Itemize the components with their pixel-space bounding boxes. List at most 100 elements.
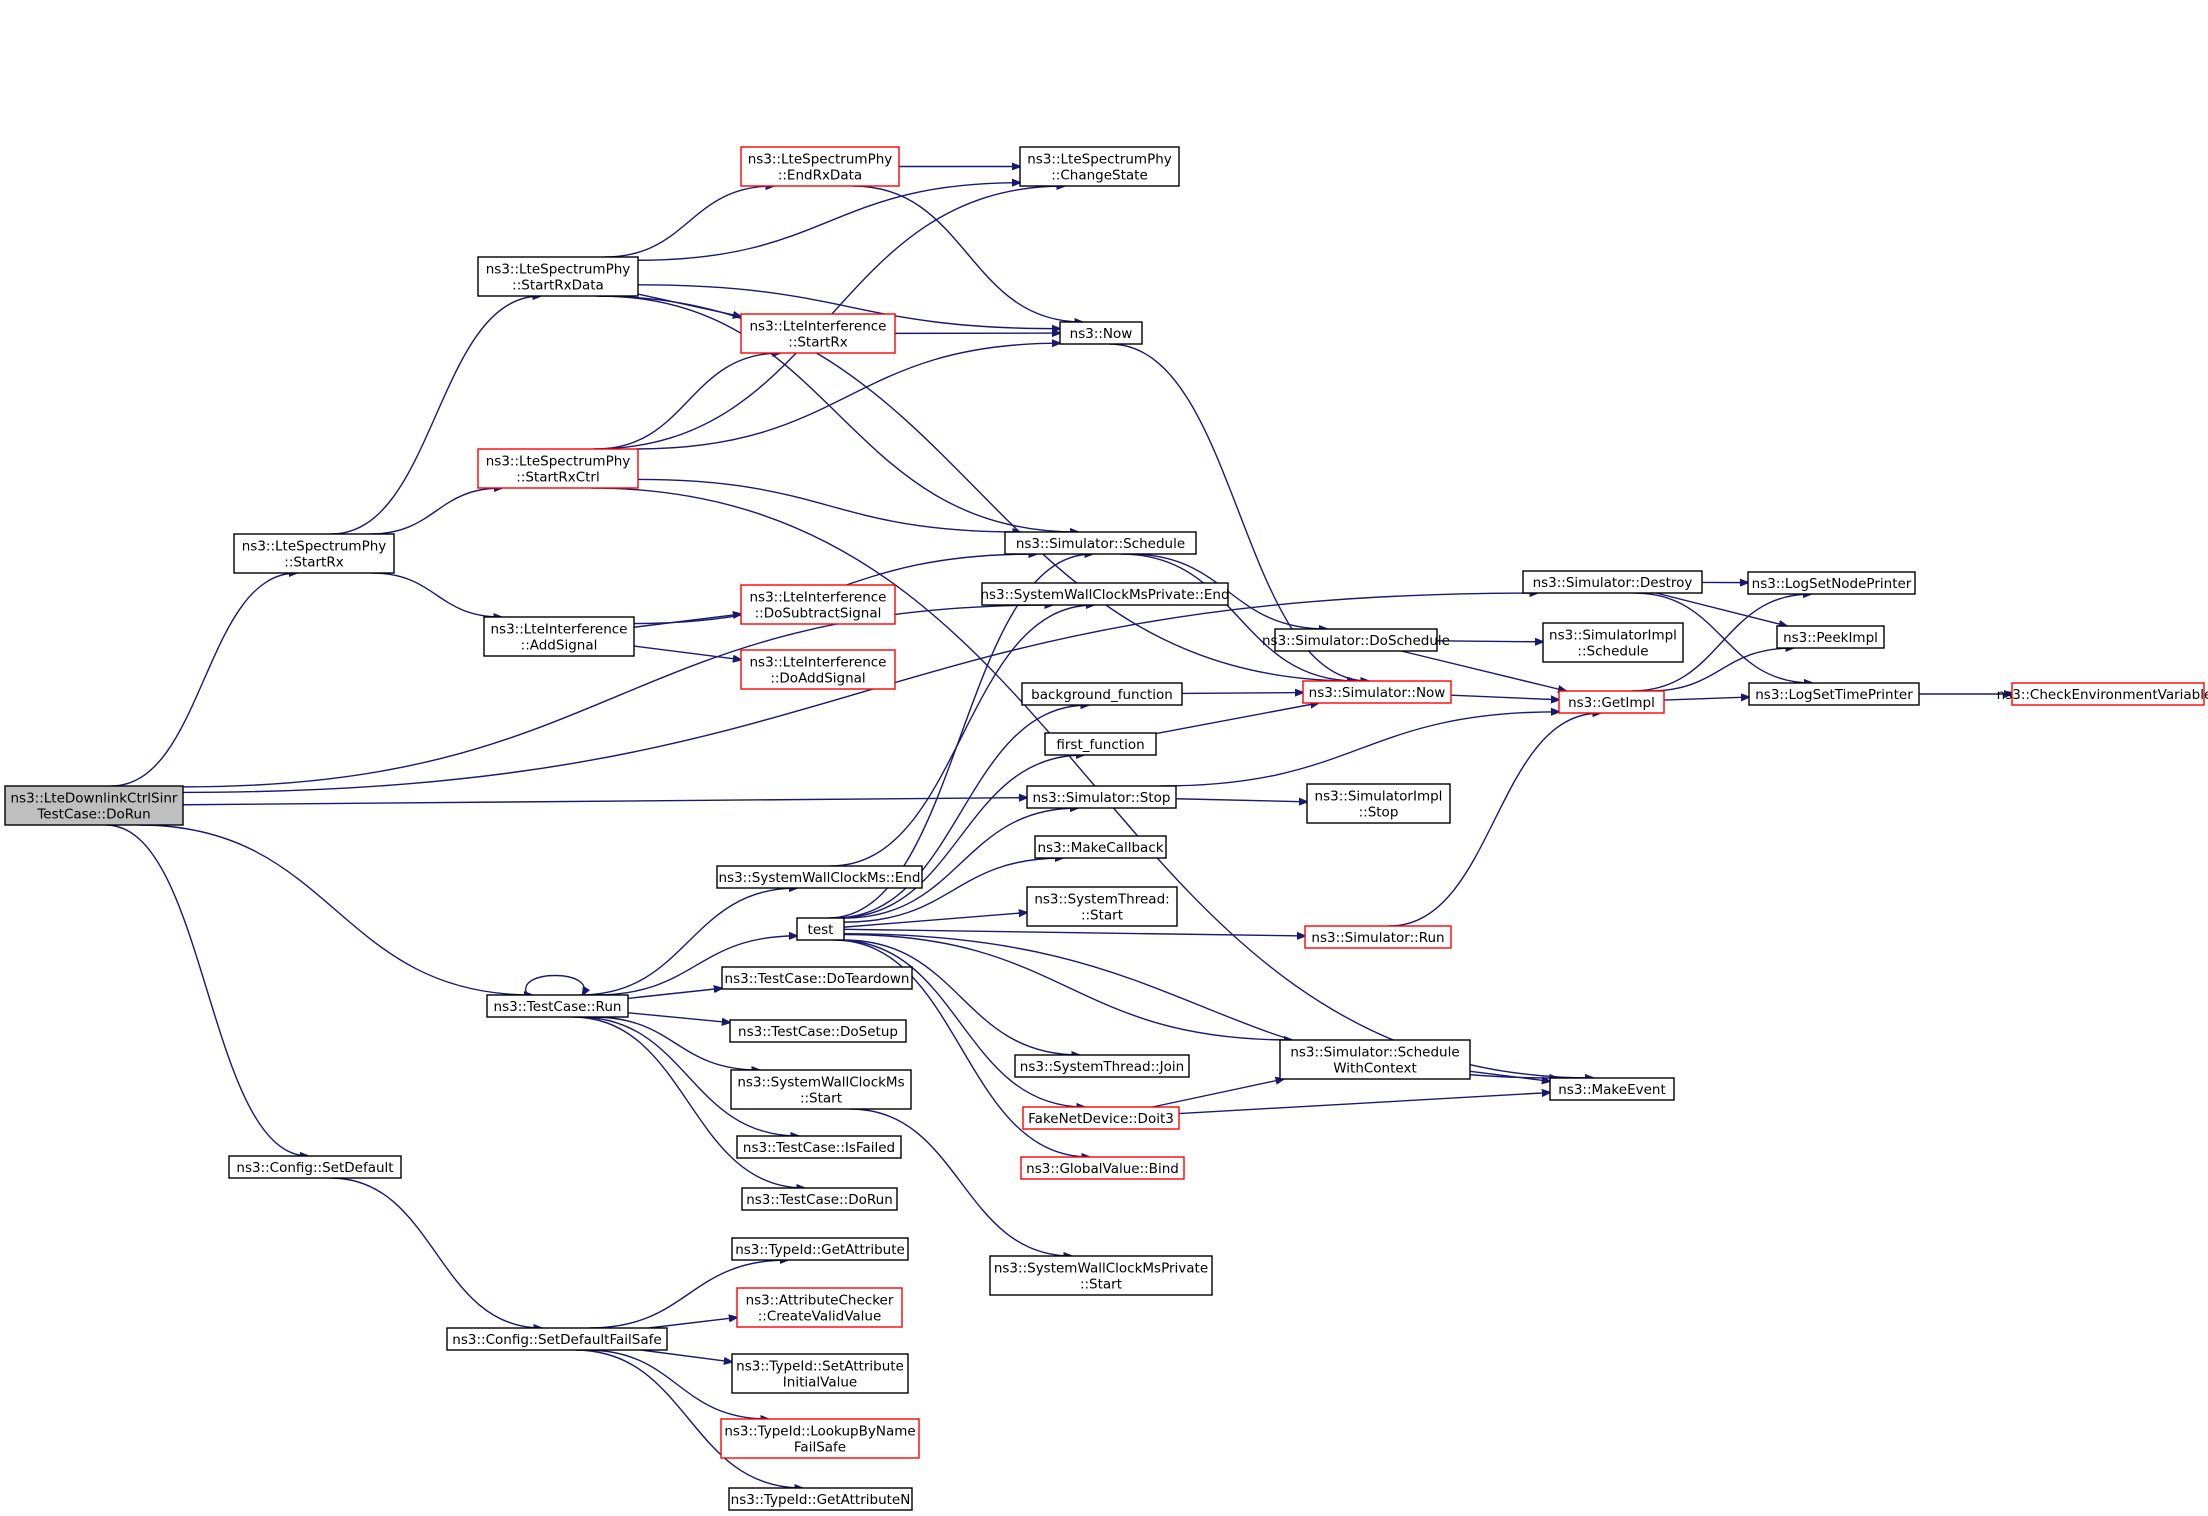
node-first_fn[interactable]: first_function xyxy=(1044,732,1157,756)
node-label-line: ::Schedule xyxy=(1577,644,1648,660)
edge-test-to-sched_ctx xyxy=(843,933,1292,1040)
node-startrxctrl[interactable]: ns3::LteSpectrumPhy::StartRxCtrl xyxy=(477,448,639,489)
node-interf_startrx[interactable]: ns3::LteInterference::StartRx xyxy=(740,313,896,354)
node-logtime[interactable]: ns3::LogSetTimePrinter xyxy=(1748,682,1920,706)
node-label-line: ::Start xyxy=(800,1091,842,1107)
node-label-line: ns3::MakeEvent xyxy=(1558,1082,1666,1098)
edge-test-to-thread_join xyxy=(843,939,1079,1055)
node-tid_getattrn[interactable]: ns3::TypeId::GetAttributeN xyxy=(728,1487,913,1511)
node-box xyxy=(796,917,845,941)
node-tid_getattr[interactable]: ns3::TypeId::GetAttribute xyxy=(731,1237,909,1261)
node-startrx[interactable]: ns3::LteSpectrumPhy::StartRx xyxy=(233,533,395,574)
node-tc_isfailed[interactable]: ns3::TestCase::IsFailed xyxy=(736,1135,902,1159)
node-box xyxy=(736,1135,902,1159)
edge-addsignal-to-dosubtract xyxy=(633,614,741,628)
edge-tc_run-to-swcm_start xyxy=(592,1016,759,1070)
node-now[interactable]: ns3::Now xyxy=(1059,321,1143,345)
node-endrxdata[interactable]: ns3::LteSpectrumPhy::EndRxData xyxy=(740,146,900,187)
node-label-line: ns3::LteDownlinkCtrlSinr xyxy=(11,791,178,807)
node-label-line: ns3::SystemWallClockMsPrivate::End xyxy=(980,587,1229,603)
node-box xyxy=(989,1255,1213,1296)
node-changestate[interactable]: ns3::LteSpectrumPhy::ChangeState xyxy=(1019,146,1180,187)
node-swcm_start[interactable]: ns3::SystemWallClockMs::Start xyxy=(730,1069,912,1110)
node-thread_start[interactable]: ns3::SystemThread:::Start xyxy=(1026,886,1178,927)
node-label-line: ns3::LteSpectrumPhy xyxy=(486,262,631,278)
edge-startrx-to-startrxctrl xyxy=(369,488,502,535)
edge-test-to-schedule xyxy=(828,554,1092,919)
node-box xyxy=(740,313,896,354)
node-cfg_setdefault[interactable]: ns3::Config::SetDefault xyxy=(228,1155,402,1179)
edge-cfg_failsafe-to-attrchecker xyxy=(648,1317,737,1329)
node-box xyxy=(1026,886,1178,927)
node-getimpl[interactable]: ns3::GetImpl xyxy=(1558,690,1665,714)
node-box xyxy=(4,785,184,826)
edge-startrxdata-to-sim_now xyxy=(596,295,1355,681)
node-simimpl_stop[interactable]: ns3::SimulatorImpl::Stop xyxy=(1306,783,1451,824)
node-sim_now[interactable]: ns3::Simulator::Now xyxy=(1302,680,1452,704)
node-box xyxy=(446,1327,668,1351)
node-box xyxy=(1776,625,1885,649)
node-simimpl_sched[interactable]: ns3::SimulatorImpl::Schedule xyxy=(1542,622,1684,663)
node-label-line: ns3::TestCase::DoTeardown xyxy=(725,971,910,987)
node-makecallback[interactable]: ns3::MakeCallback xyxy=(1034,835,1167,859)
node-schedule[interactable]: ns3::Simulator::Schedule xyxy=(1004,531,1197,555)
node-box xyxy=(1279,1039,1471,1080)
node-label-line: ns3::TypeId::GetAttributeN xyxy=(731,1492,911,1508)
node-label-line: ns3::LteInterference xyxy=(491,622,628,638)
node-label-line: ns3::Config::SetDefault xyxy=(236,1160,393,1176)
node-box xyxy=(736,1287,903,1328)
node-label-line: ns3::AttributeChecker xyxy=(746,1293,894,1309)
node-box xyxy=(1748,682,1920,706)
node-startrxdata[interactable]: ns3::LteSpectrumPhy::StartRxData xyxy=(477,256,639,297)
node-peekimpl[interactable]: ns3::PeekImpl xyxy=(1776,625,1885,649)
edge-swcm_end-to-swcmp_end xyxy=(830,605,1094,867)
node-addsignal[interactable]: ns3::LteInterference::AddSignal xyxy=(483,616,635,657)
node-sim_stop[interactable]: ns3::Simulator::Stop xyxy=(1026,785,1177,809)
node-doadd[interactable]: ns3::LteInterference::DoAddSignal xyxy=(740,649,896,690)
node-label-line: ::StartRx xyxy=(284,555,343,571)
edge-dorun_main-to-sim_destroy xyxy=(182,593,1538,794)
edge-tc_run-to-test xyxy=(595,936,797,996)
node-label-line: WithContext xyxy=(1333,1061,1417,1077)
node-lognode[interactable]: ns3::LogSetNodePrinter xyxy=(1747,571,1916,595)
node-sim_destroy[interactable]: ns3::Simulator::Destroy xyxy=(1522,570,1703,594)
node-checkenv[interactable]: ns3::CheckEnvironmentVariables xyxy=(1997,682,2208,706)
edge-dorun_main-to-cfg_setdefault xyxy=(105,824,308,1156)
node-swcm_end[interactable]: ns3::SystemWallClockMs::End xyxy=(716,865,923,889)
node-cfg_failsafe[interactable]: ns3::Config::SetDefaultFailSafe xyxy=(446,1327,668,1351)
node-tc_setup[interactable]: ns3::TestCase::DoSetup xyxy=(729,1019,907,1043)
node-label-line: ::StartRx xyxy=(788,335,847,351)
node-doschedule[interactable]: ns3::Simulator::DoSchedule xyxy=(1262,628,1450,652)
node-tc_teardown[interactable]: ns3::TestCase::DoTeardown xyxy=(721,966,913,990)
node-attrchecker[interactable]: ns3::AttributeChecker::CreateValidValue xyxy=(736,1287,903,1328)
node-box xyxy=(1747,571,1916,595)
node-tc_dorun[interactable]: ns3::TestCase::DoRun xyxy=(741,1187,898,1211)
node-swcmp_start[interactable]: ns3::SystemWallClockMsPrivate::Start xyxy=(989,1255,1213,1296)
node-tc_run[interactable]: ns3::TestCase::Run xyxy=(486,994,629,1018)
node-sim_run[interactable]: ns3::Simulator::Run xyxy=(1304,925,1452,949)
edge-test-to-sim_run xyxy=(843,928,1305,936)
node-box xyxy=(477,448,639,489)
node-label-line: ns3::LogSetTimePrinter xyxy=(1755,687,1913,703)
node-label-line: background_function xyxy=(1031,687,1173,703)
node-doit3[interactable]: FakeNetDevice::Doit3 xyxy=(1022,1106,1180,1130)
node-label-line: ::CreateValidValue xyxy=(758,1309,882,1325)
node-thread_join[interactable]: ns3::SystemThread::Join xyxy=(1014,1054,1190,1078)
node-dosubtract[interactable]: ns3::LteInterference::DoSubtractSignal xyxy=(740,584,896,625)
node-makeevent[interactable]: ns3::MakeEvent xyxy=(1549,1077,1675,1101)
node-label-line: ns3::TestCase::DoRun xyxy=(746,1192,893,1208)
node-label-line: ns3::TypeId::GetAttribute xyxy=(735,1242,905,1258)
node-bg_fn[interactable]: background_function xyxy=(1021,682,1183,706)
node-label-line: test xyxy=(808,922,834,938)
node-test[interactable]: test xyxy=(796,917,845,941)
node-gv_bind[interactable]: ns3::GlobalValue::Bind xyxy=(1020,1156,1185,1180)
edge-doit3-to-sched_ctx xyxy=(1152,1079,1284,1108)
edge-startrxdata-to-endrxdata xyxy=(604,186,773,258)
edge-sim_now-to-getimpl xyxy=(1450,694,1559,700)
node-box xyxy=(1026,785,1177,809)
node-swcmp_end[interactable]: ns3::SystemWallClockMsPrivate::End xyxy=(980,582,1230,606)
